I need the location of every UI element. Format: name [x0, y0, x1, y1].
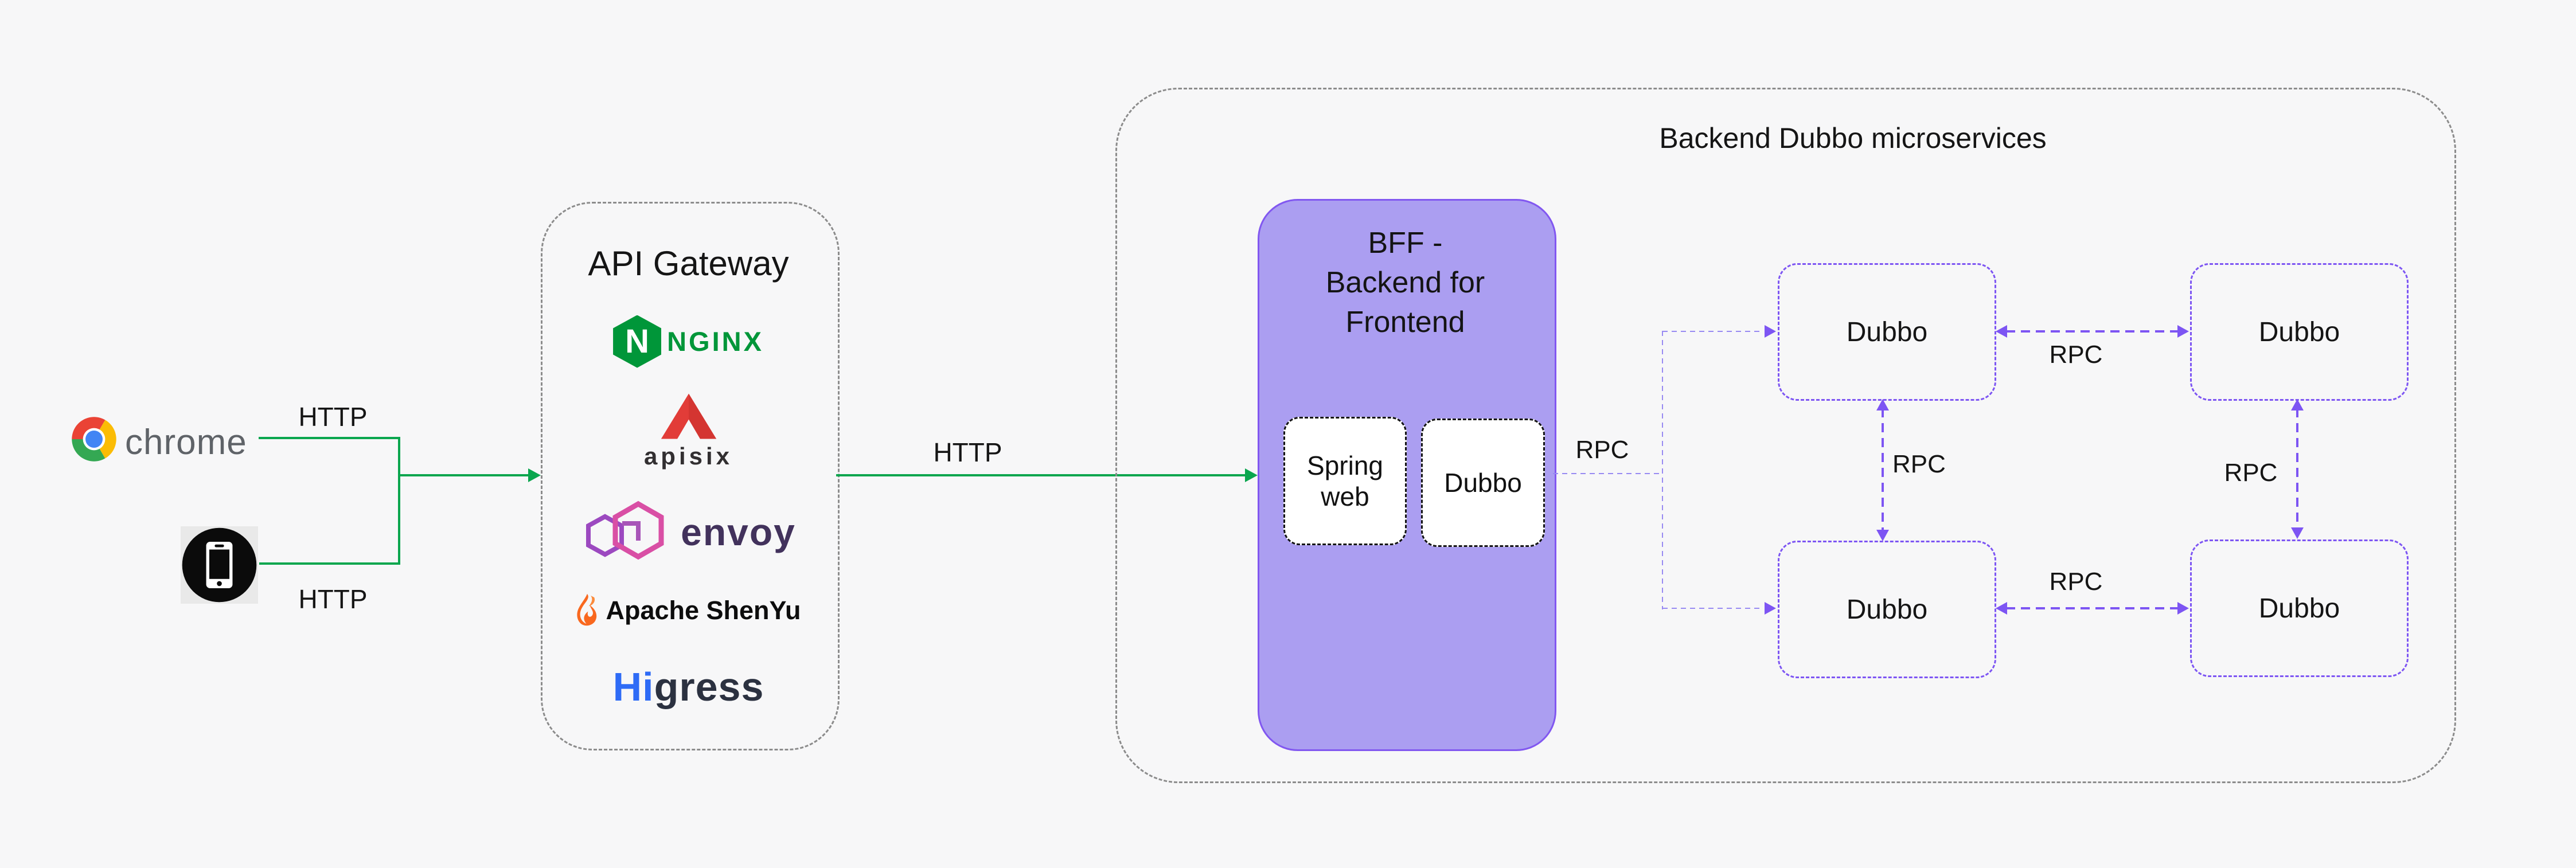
higress-gress: gress: [654, 664, 764, 709]
bff-title-line2: Backend for: [1325, 266, 1485, 299]
rpc-line-top: [2006, 330, 2179, 333]
bff-rpc-stub-top: [1662, 331, 1762, 332]
spring-web-module: Spring web: [1283, 417, 1407, 545]
spring-web-label: Spring web: [1307, 451, 1383, 511]
client-merge-line: [398, 437, 400, 565]
chrome-label: chrome: [125, 423, 247, 462]
nginx-letter: N: [625, 323, 649, 360]
dubbo-service-label: Dubbo: [1846, 316, 1928, 347]
rpc-line-right: [2296, 408, 2298, 530]
rpc-bottom-left-arrowhead: [1996, 602, 2007, 615]
higress-logo: Higress: [541, 659, 836, 714]
rpc-right-top-arrowhead: [2291, 399, 2304, 410]
rpc-line-bottom: [2006, 607, 2179, 609]
rpc-top-left-arrowhead: [1996, 325, 2007, 338]
http-label-mid: HTTP: [933, 437, 1002, 467]
http-label-bottom: HTTP: [298, 584, 368, 614]
envoy-hexagons-icon: [586, 501, 664, 560]
nginx-hexagon-icon: N: [613, 315, 662, 368]
rpc-top-right-arrowhead: [2177, 325, 2189, 338]
higress-wordmark: Higress: [613, 664, 764, 710]
arrowhead-into-service-bottom-left: [1765, 602, 1776, 615]
rpc-label-top: RPC: [2049, 341, 2103, 369]
dubbo-service-top-right: Dubbo: [2190, 263, 2409, 401]
bff-rpc-stub-bottom: [1662, 608, 1762, 609]
mobile-http-line: [259, 562, 400, 565]
arrowhead-into-bff: [1245, 468, 1258, 482]
merged-http-line: [398, 474, 529, 476]
dubbo-service-bottom-left: Dubbo: [1778, 541, 1996, 678]
nginx-wordmark: NGINX: [667, 326, 764, 357]
rpc-label-left: RPC: [1892, 450, 1946, 478]
arrowhead-into-service-top-left: [1765, 325, 1776, 338]
rpc-bottom-right-arrowhead: [2177, 602, 2189, 615]
dubbo-service-top-left: Dubbo: [1778, 263, 1996, 401]
apisix-triangle-icon: [661, 393, 716, 439]
dubbo-module-label: Dubbo: [1444, 468, 1522, 498]
shenyu-flame-icon: [577, 593, 597, 626]
rpc-line-left: [1882, 408, 1884, 532]
bff-title-line3: Frontend: [1345, 306, 1465, 339]
rpc-right-bottom-arrowhead: [2291, 527, 2304, 539]
dubbo-module: Dubbo: [1421, 419, 1545, 547]
rpc-left-top-arrowhead: [1876, 399, 1889, 410]
rpc-label-bottom: RPC: [2049, 568, 2103, 596]
shenyu-wordmark: Apache ShenYu: [606, 596, 801, 625]
apisix-wordmark: apisix: [643, 443, 733, 470]
backend-microservices-container: [1115, 88, 2456, 783]
envoy-logo: envoy: [541, 498, 836, 566]
apisix-logo: apisix: [541, 393, 836, 470]
higress-hi: Hi: [612, 664, 654, 709]
dubbo-service-label: Dubbo: [2258, 316, 2340, 347]
chrome-icon: [72, 417, 116, 462]
dubbo-service-bottom-right: Dubbo: [2190, 539, 2409, 677]
shenyu-logo: Apache ShenYu: [541, 591, 836, 631]
http-label-top: HTTP: [298, 402, 368, 432]
envoy-wordmark: envoy: [681, 511, 796, 553]
rpc-label-bff: RPC: [1575, 436, 1629, 464]
rpc-left-bottom-arrowhead: [1876, 530, 1889, 541]
bff-rpc-line: [1553, 473, 1663, 474]
gateway-bff-http-line: [836, 474, 1246, 476]
rpc-label-right: RPC: [2224, 459, 2278, 487]
bff-title: BFF - Backend for Frontend: [1258, 224, 1553, 342]
mobile-phone-icon: [181, 526, 258, 604]
dubbo-service-label: Dubbo: [1846, 594, 1928, 625]
nginx-logo: N NGINX: [541, 314, 836, 369]
chrome-http-line: [259, 437, 400, 439]
bff-title-line1: BFF -: [1368, 226, 1443, 260]
dubbo-service-label: Dubbo: [2258, 593, 2340, 624]
backend-title: Backend Dubbo microservices: [1659, 122, 2047, 154]
api-gateway-title: API Gateway: [588, 244, 789, 283]
arrowhead-into-gateway: [528, 468, 541, 482]
bff-rpc-split-line: [1662, 331, 1663, 609]
